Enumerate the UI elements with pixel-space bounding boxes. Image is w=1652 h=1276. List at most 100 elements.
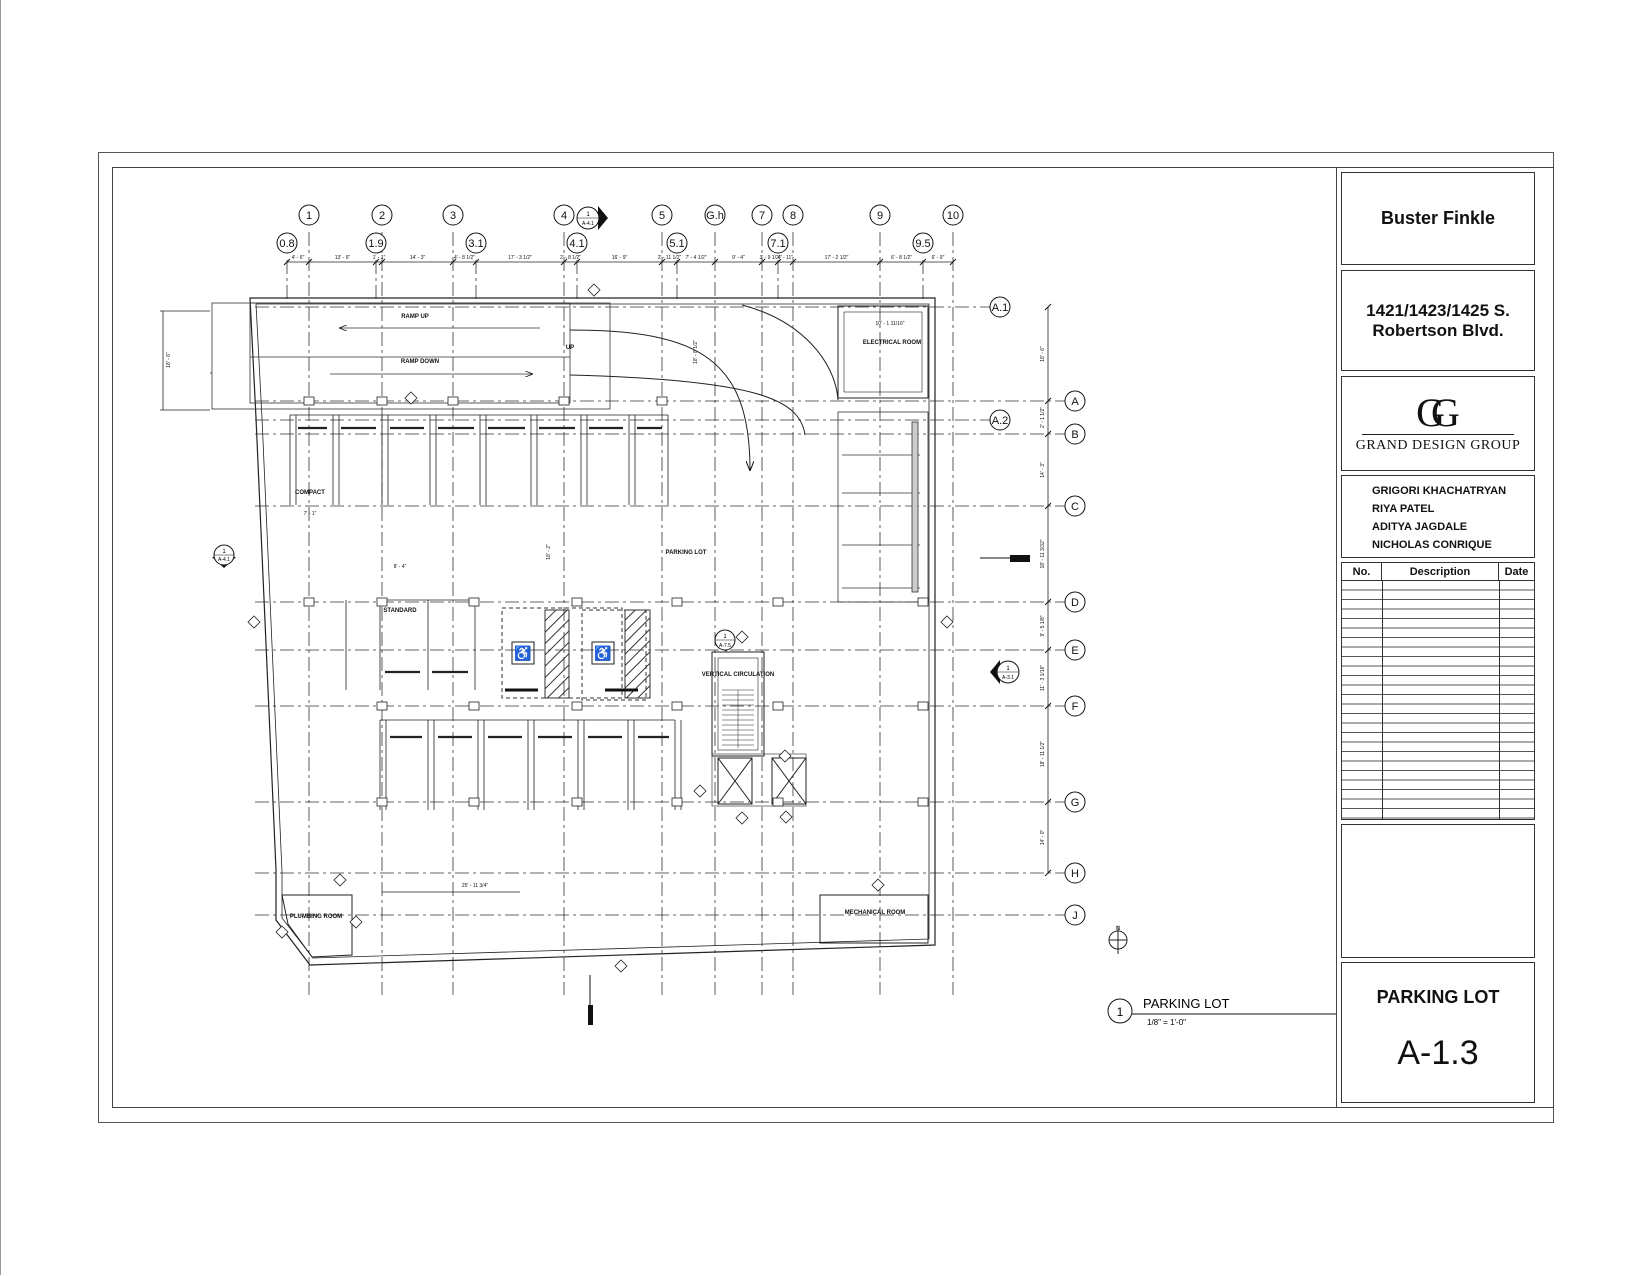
- svg-text:A-7.5: A-7.5: [719, 643, 731, 649]
- building-outline: [249, 297, 936, 966]
- spot-marker-icon: [779, 810, 793, 824]
- section-marker-top: 1 A-4.1: [576, 206, 608, 230]
- grid-bubble: 4: [553, 204, 575, 226]
- grid-bubble: B: [1064, 423, 1086, 445]
- dimension-label: 18' - 11 3/32": [1040, 539, 1046, 568]
- team-list: GRIGORI KHACHATRYAN RIYA PATEL ADITYA JA…: [1341, 475, 1535, 558]
- svg-text:A: A: [1071, 396, 1079, 408]
- spot-marker-icon: [587, 283, 601, 297]
- grid-bubble: A.1: [989, 296, 1011, 318]
- dimension-label: 1' - 1": [373, 255, 386, 261]
- dimension-label: 2' - 8 1/2": [560, 255, 581, 261]
- dimension-label: 17' - 3 1/2": [508, 255, 532, 261]
- column: [447, 396, 459, 406]
- title-block-blank-panel: [1341, 824, 1535, 958]
- view-title: 1 PARKING LOT 1/8" = 1'-0": [1107, 996, 1336, 1027]
- svg-text:PLUMBING ROOM: PLUMBING ROOM: [290, 914, 342, 920]
- dimension-label: 10' - 1 11/16": [875, 321, 904, 327]
- svg-text:F: F: [1072, 701, 1079, 713]
- column: [917, 701, 929, 711]
- dimension-label: 3' - 9 1/2": [759, 255, 780, 261]
- sheet-title: PARKING LOT: [1376, 987, 1500, 1007]
- svg-text:E: E: [1071, 645, 1078, 657]
- dimension-label: 14' - 0": [1040, 830, 1046, 846]
- structural-columns: [247, 283, 954, 973]
- grid-bubble: 0.8: [276, 232, 298, 254]
- dimension-label: 13' - 6": [335, 255, 351, 261]
- accessible-symbol-icon: ♿: [514, 645, 531, 662]
- dimension-label: 14' - 3": [410, 255, 426, 261]
- dimension-label: 2' - 11 1/2": [658, 255, 682, 261]
- grid-bubble: G: [1064, 791, 1086, 813]
- svg-text:1: 1: [1006, 666, 1010, 672]
- grid-bubble: A.2: [989, 409, 1011, 431]
- vertical-circulation: [711, 651, 807, 807]
- svg-text:5: 5: [659, 210, 665, 222]
- logo-rule: [1362, 433, 1514, 435]
- grid-bubble: G.h: [704, 204, 726, 226]
- revision-col-description: Description: [1382, 563, 1499, 580]
- grid-bubble: J: [1064, 904, 1086, 926]
- column: [917, 797, 929, 807]
- svg-text:RAMP DOWN: RAMP DOWN: [401, 359, 439, 365]
- project-address: 1421/1423/1425 S. Robertson Blvd.: [1341, 270, 1535, 371]
- sheet-border-inner: [112, 167, 1554, 1108]
- svg-text:N: N: [1116, 926, 1120, 932]
- detail-marker: 1 A-7.5: [714, 629, 736, 651]
- svg-text:0.8: 0.8: [279, 238, 294, 250]
- svg-text:STANDARD: STANDARD: [383, 608, 417, 614]
- svg-text:1/8" = 1'-0": 1/8" = 1'-0": [1147, 1018, 1186, 1027]
- svg-text:VERTICAL CIRCULATION: VERTICAL CIRCULATION: [702, 672, 774, 678]
- column: [468, 597, 480, 607]
- grid-bubble: 1: [298, 204, 320, 226]
- dimension-label: 18' - 8 1/2": [693, 340, 699, 364]
- svg-text:UP: UP: [566, 345, 574, 351]
- plan-labels: RAMP UP RAMP DOWN UP COMPACT STANDARD PA…: [290, 314, 921, 920]
- grid-bubble: 8: [782, 204, 804, 226]
- sheet-number: A-1.3: [1397, 1034, 1479, 1072]
- svg-text:7.1: 7.1: [770, 238, 785, 250]
- dimension-label: 7' - 1": [304, 511, 317, 517]
- dimension-label: 4' - 6": [292, 255, 305, 261]
- svg-text:4.1: 4.1: [569, 238, 584, 250]
- firm-monogram: GG: [1416, 389, 1460, 435]
- spot-marker-icon: [693, 784, 707, 798]
- dimension-label: 11' - 3 1/16": [1040, 665, 1046, 691]
- grid-bubble: 7.1: [767, 232, 789, 254]
- dimension-label: 9' - 5 1/8": [1040, 615, 1046, 636]
- column: [303, 597, 315, 607]
- svg-text:B: B: [1071, 429, 1078, 441]
- column: [671, 797, 683, 807]
- dimension-label: 9' - 4": [732, 255, 745, 261]
- north-arrow-icon: N: [1108, 926, 1128, 954]
- column: [303, 396, 315, 406]
- right-parking-stalls: [837, 411, 929, 603]
- dimension-label: 14' - 3": [1040, 462, 1046, 478]
- svg-text:RAMP UP: RAMP UP: [401, 314, 429, 320]
- svg-text:1: 1: [222, 549, 226, 555]
- dimension-label: 18' - 6": [166, 352, 172, 368]
- dimension-label: 18' - 11 1/2": [1040, 741, 1046, 767]
- sheet-info: PARKING LOT A-1.3: [1341, 962, 1535, 1103]
- svg-text:7: 7: [759, 210, 765, 222]
- svg-text:9.5: 9.5: [915, 238, 930, 250]
- grid-bubble: 1.9: [365, 232, 387, 254]
- spot-marker-icon: [247, 615, 261, 629]
- svg-text:3: 3: [450, 210, 456, 222]
- spot-marker-icon: [735, 811, 749, 825]
- spot-marker-icon: [778, 749, 792, 763]
- dimension-label: 18' - 6": [1040, 346, 1046, 362]
- grid-bubble: 10: [942, 204, 964, 226]
- grid-bubble: 5: [651, 204, 673, 226]
- dimension-label: 17' - 2 1/2": [825, 255, 849, 261]
- svg-text:10: 10: [947, 210, 959, 222]
- grid-bubble: 5.1: [666, 232, 688, 254]
- mechanical-room: [819, 894, 929, 944]
- column: [468, 797, 480, 807]
- team-member: GRIGORI KHACHATRYAN: [1372, 485, 1507, 497]
- team-member: NICHOLAS CONRIQUE: [1372, 539, 1492, 551]
- firm-name: GRAND DESIGN GROUP: [1355, 437, 1521, 453]
- electrical-room: [837, 305, 929, 399]
- svg-text:1: 1: [1117, 1005, 1124, 1019]
- column: [558, 396, 570, 406]
